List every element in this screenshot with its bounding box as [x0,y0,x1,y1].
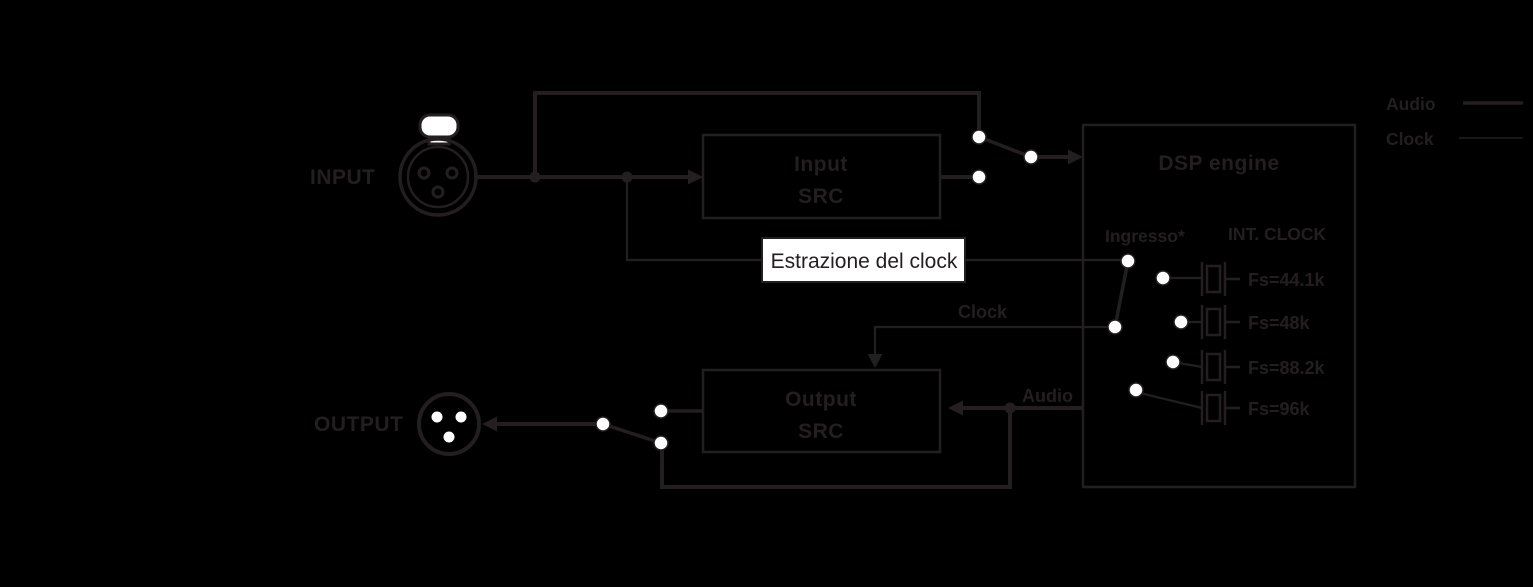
output-src-label-line1: Output [785,388,857,411]
clock-extraction-label: Estrazione del clock [771,250,958,273]
xlr-pin [443,431,455,443]
dsp-engine-box [1081,123,1357,489]
junction-dot [529,171,541,183]
selector-input-contact-label: Ingresso* [1105,226,1185,246]
crystal-plates [1200,391,1240,425]
xlr-inner-ring [406,145,470,209]
legend: Audio Clock [1386,94,1523,149]
legend-clock-label: Clock [1386,129,1434,149]
clock-option-label: Fs=48k [1248,313,1311,333]
switch-contact-bypass [971,129,987,145]
word-clock-selector-arm [1113,260,1130,328]
output-bypass-wire [660,408,1012,489]
selector-contact-fs44 [1155,270,1171,286]
clock-extraction-in-wire [625,177,762,262]
output-label: OUTPUT [314,413,403,436]
selector-stub-fs96 [1139,391,1203,410]
crystal-plates [1200,305,1240,339]
xlr-pin-hole [431,185,445,199]
crystal-oscillator-icon [1200,262,1240,296]
output-src-label-line2: SRC [798,420,844,443]
output-xlr-male-icon [417,392,481,456]
junction-dot [621,171,633,183]
switch-contact-src-out [653,403,669,419]
input-src-box [701,133,942,220]
crystal-body [1205,264,1222,294]
switch-pivot [1023,149,1039,165]
audio-wire-label: Audio [1022,386,1073,406]
crystal-body [1205,352,1222,382]
crystal-oscillator-icon [1200,305,1240,339]
clock-option-label: Fs=88.2k [1248,358,1326,378]
xlr-pin [455,411,467,423]
crystal-plates [1200,350,1240,384]
arrowhead-into-output-src [948,400,963,416]
xlr-pin [431,411,443,423]
arrowhead-into-input-src [688,169,703,185]
input-label: INPUT [310,166,376,189]
legend-audio-label: Audio [1386,94,1436,114]
crystal-oscillator-icon [1200,350,1240,384]
input-src-label-line1: Input [794,153,848,176]
switch-pivot [595,416,611,432]
selector-contact-fs48 [1173,314,1189,330]
xlr-body [417,392,481,456]
crystal-oscillator-icon [1200,391,1240,425]
output-switch-arm [602,422,662,445]
clock-extraction-box [761,237,966,283]
selector-contact-fs96 [1128,382,1144,398]
output-src-box [701,368,942,454]
switch-contact-bypass-out [653,435,669,451]
input-bypass-wire [533,91,981,177]
selector-internal-clock-label: INT. CLOCK [1228,224,1327,244]
input-src-label-line2: SRC [798,185,844,208]
arrowhead-clock-into-output-src [867,354,883,368]
dsp-engine-title: DSP engine [1158,152,1279,175]
xlr-pin-hole [417,166,431,180]
clock-option-label: Fs=96k [1248,399,1311,419]
input-switch-arm [981,136,1032,159]
clock-to-output-src-wire [873,325,1108,360]
arrowhead-into-output-xlr [482,416,497,432]
xlr-pin-hole [445,166,459,180]
xlr-latch [418,113,460,139]
crystal-body [1205,393,1222,423]
selector-contact-ingresso [1120,253,1136,269]
crystal-plates [1200,262,1240,296]
selector-contact-fs88 [1165,354,1181,370]
clock-wire-label: Clock [958,302,1008,322]
junction-dot [1004,402,1016,414]
input-xlr-female-icon [398,113,478,217]
clock-option-label: Fs=44.1k [1248,270,1326,290]
arrowhead-into-dsp [1068,149,1083,165]
selector-pivot [1107,319,1123,335]
crystal-body [1205,307,1222,337]
switch-contact-src [971,169,987,185]
xlr-outer-ring [398,137,478,217]
